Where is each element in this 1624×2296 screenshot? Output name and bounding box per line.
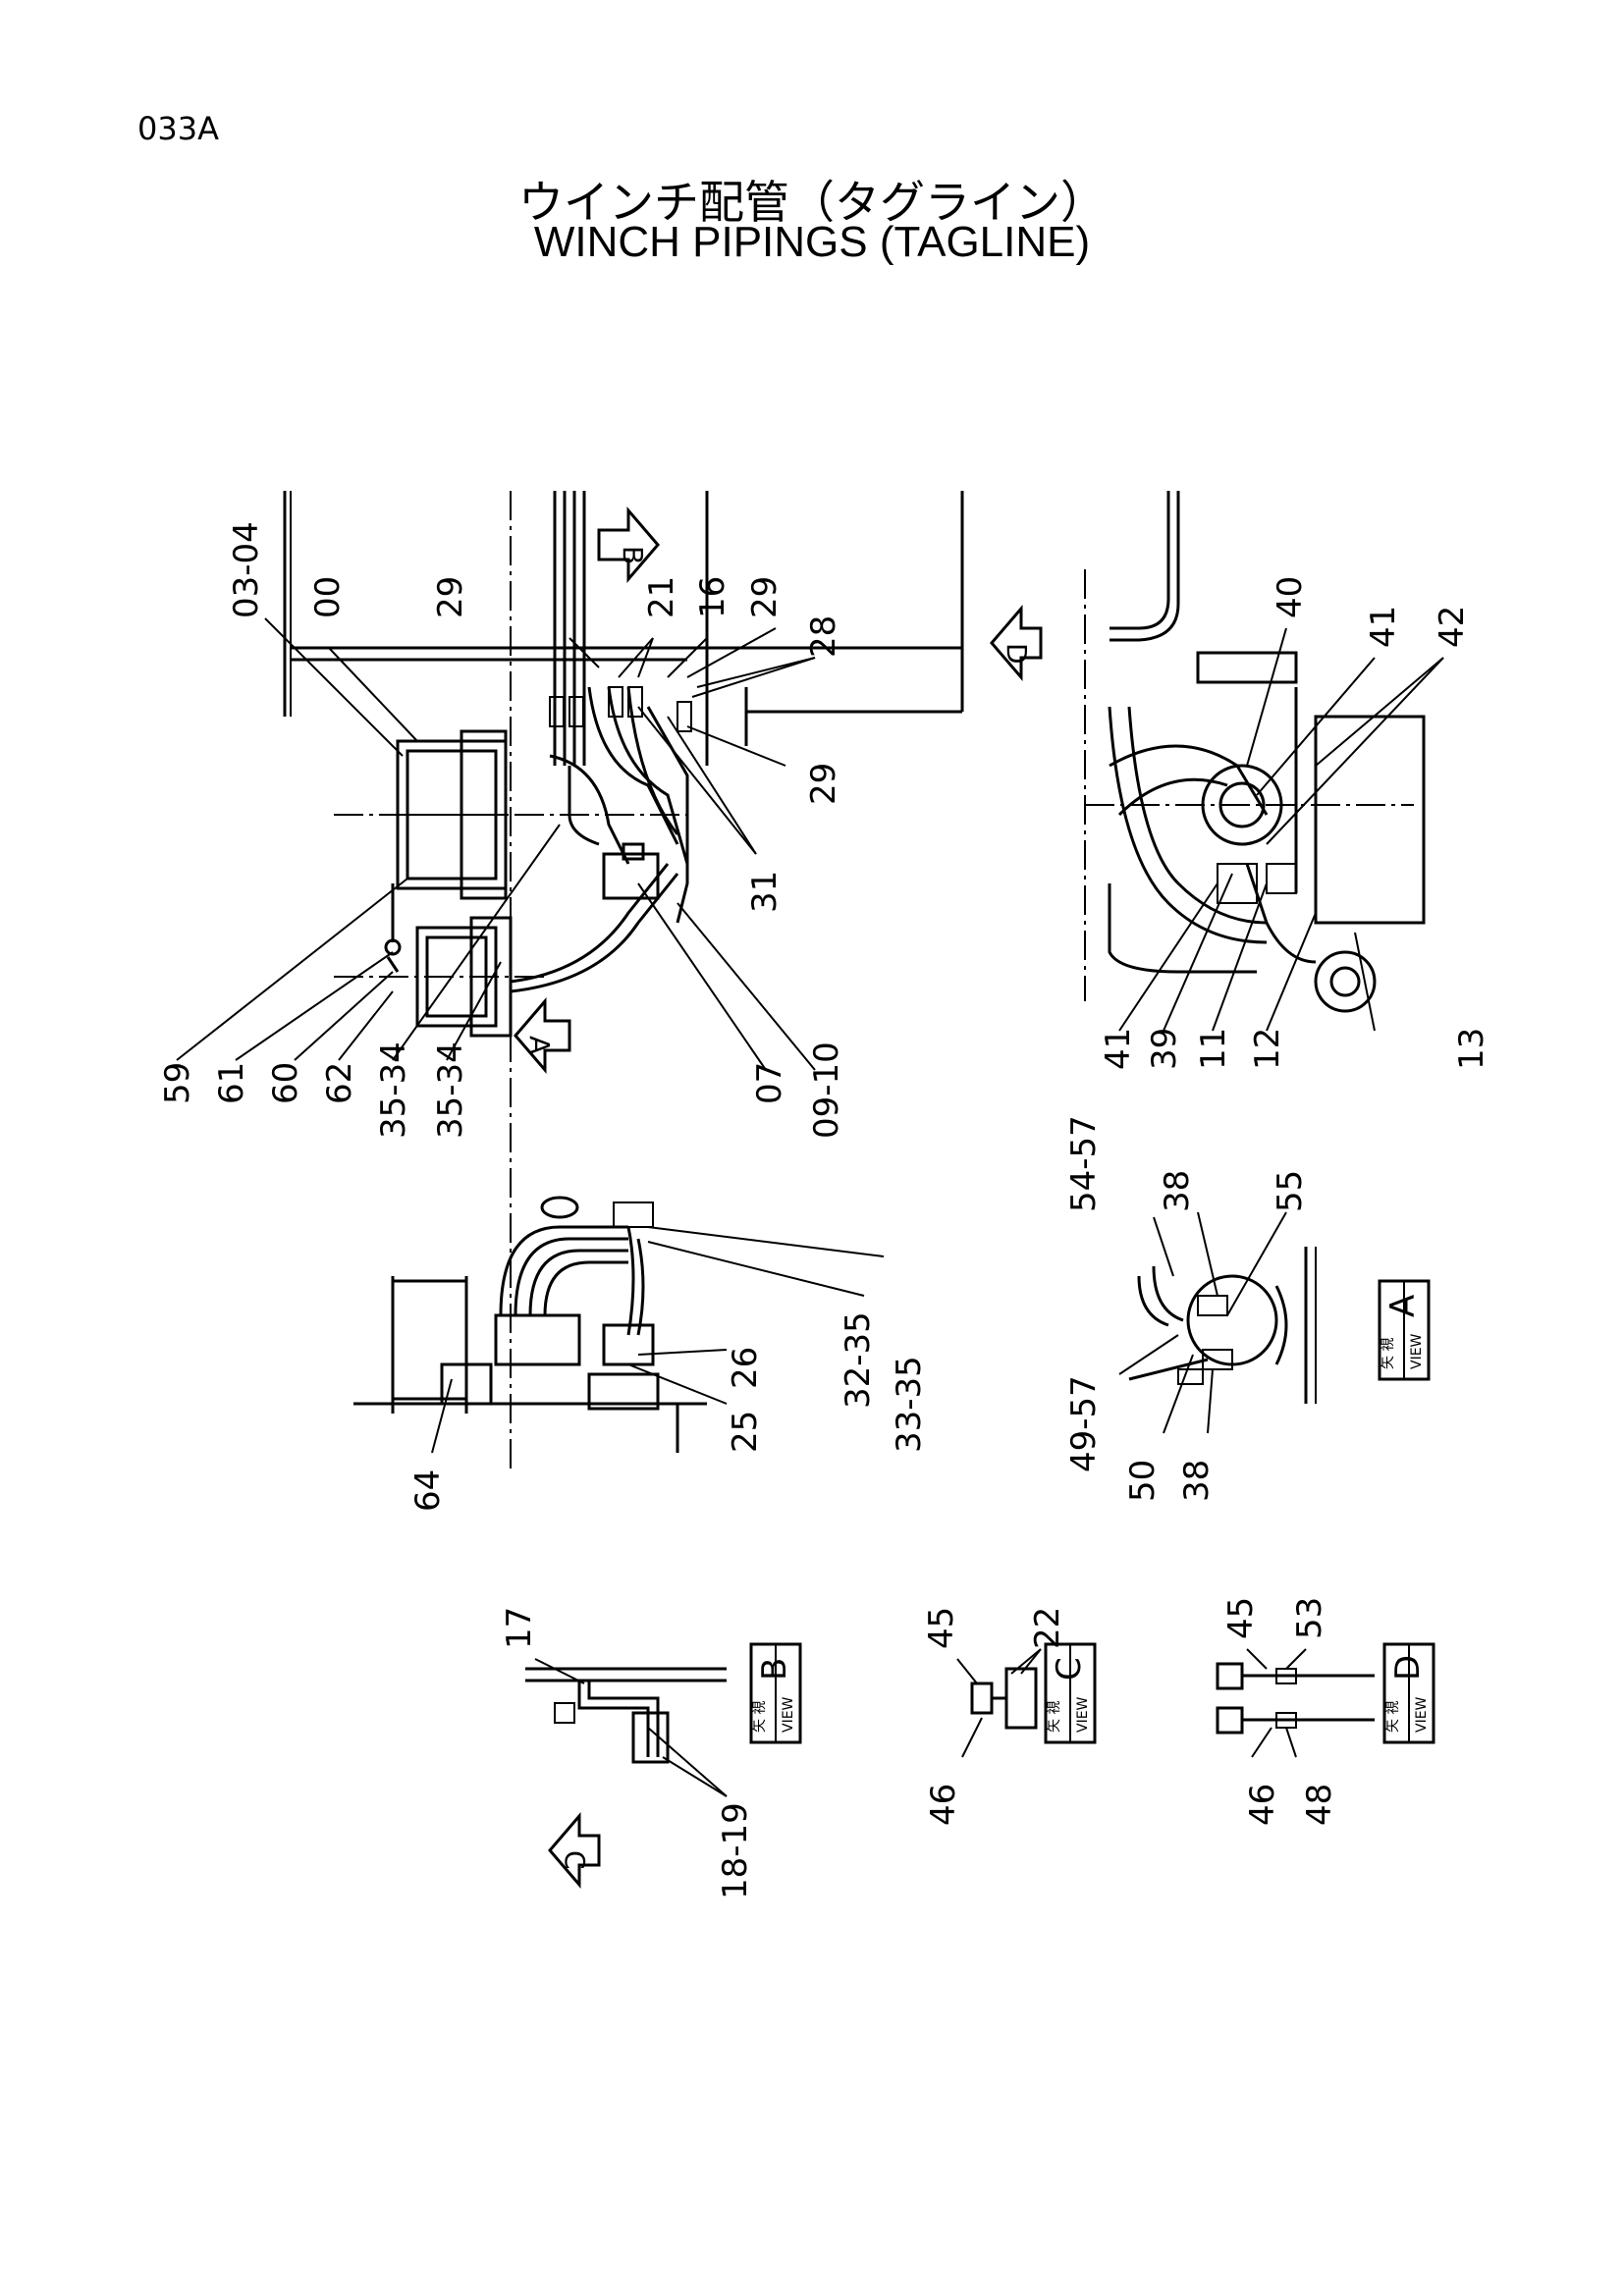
callout-25: 25 bbox=[726, 1411, 765, 1453]
view-b-kanji: 矢 視 bbox=[752, 1701, 768, 1733]
callout-41-b: 41 bbox=[1099, 1028, 1138, 1070]
callout-13: 13 bbox=[1452, 1028, 1491, 1070]
callout-62: 62 bbox=[320, 1062, 359, 1104]
callout-17: 17 bbox=[500, 1607, 539, 1649]
callout-46-b: 46 bbox=[1243, 1784, 1282, 1826]
arrow-letter-c: C bbox=[559, 1850, 591, 1870]
view-c-letter: C bbox=[1050, 1657, 1089, 1681]
callout-31: 31 bbox=[745, 871, 785, 913]
callout-42: 42 bbox=[1433, 606, 1472, 648]
view-d-kanji: 矢 視 bbox=[1385, 1701, 1401, 1733]
callout-35-34-b: 35-34 bbox=[431, 1041, 470, 1139]
view-d-word: VIEW bbox=[1414, 1696, 1430, 1733]
callout-09-10: 09-10 bbox=[807, 1041, 846, 1139]
callout-54-57: 54-57 bbox=[1064, 1115, 1104, 1212]
callout-60: 60 bbox=[266, 1062, 305, 1104]
callout-03-04: 03-04 bbox=[227, 521, 266, 618]
view-b-word: VIEW bbox=[781, 1696, 796, 1733]
callout-35-34-a: 35-34 bbox=[374, 1041, 413, 1139]
callout-41-a: 41 bbox=[1364, 606, 1403, 648]
callout-61: 61 bbox=[212, 1062, 251, 1104]
callout-29-c: 29 bbox=[804, 763, 843, 805]
arrow-letter-b: B bbox=[617, 546, 649, 564]
view-a-letter: A bbox=[1383, 1295, 1423, 1317]
callout-55: 55 bbox=[1271, 1170, 1310, 1212]
callout-38-a: 38 bbox=[1158, 1170, 1197, 1212]
callout-26: 26 bbox=[726, 1347, 765, 1389]
callout-29-a: 29 bbox=[431, 576, 470, 618]
callout-50: 50 bbox=[1123, 1460, 1163, 1502]
callout-39: 39 bbox=[1145, 1028, 1184, 1070]
callout-64: 64 bbox=[408, 1469, 448, 1512]
callout-59: 59 bbox=[158, 1062, 197, 1104]
view-d-detail: 矢 視 VIEW D bbox=[1216, 1642, 1435, 1758]
view-c-kanji: 矢 視 bbox=[1047, 1701, 1062, 1733]
callout-18-19: 18-19 bbox=[716, 1802, 755, 1899]
arrow-letter-a: A bbox=[523, 1036, 556, 1054]
callout-45-a: 45 bbox=[922, 1607, 961, 1649]
callout-28: 28 bbox=[804, 615, 843, 658]
view-b-detail: C 矢 視 VIEW B bbox=[525, 1642, 802, 1890]
callout-21: 21 bbox=[642, 576, 681, 618]
view-a-word: VIEW bbox=[1409, 1333, 1425, 1369]
title-japanese: ウインチ配管（タグライン） bbox=[518, 176, 1106, 229]
right-assembly: D bbox=[990, 491, 1444, 1032]
callout-38-b: 38 bbox=[1177, 1460, 1217, 1502]
callout-22: 22 bbox=[1028, 1607, 1067, 1649]
arrow-letter-d: D bbox=[1001, 643, 1033, 665]
page-code: 033A bbox=[137, 110, 219, 147]
callout-labels: 03-04 00 29 21 16 29 28 29 31 59 61 60 6… bbox=[158, 521, 1491, 1899]
callout-48: 48 bbox=[1300, 1784, 1339, 1826]
view-d-letter: D bbox=[1388, 1655, 1428, 1681]
callout-40: 40 bbox=[1271, 576, 1310, 618]
view-c-word: VIEW bbox=[1075, 1696, 1091, 1733]
main-assembly: B A bbox=[176, 491, 964, 1472]
view-b-letter: B bbox=[755, 1658, 794, 1681]
view-a-kanji: 矢 視 bbox=[1380, 1338, 1396, 1369]
callout-07: 07 bbox=[750, 1062, 789, 1104]
view-c-detail: 矢 視 VIEW C bbox=[956, 1642, 1097, 1758]
callout-46-a: 46 bbox=[924, 1784, 963, 1826]
callout-45-b: 45 bbox=[1221, 1597, 1261, 1639]
title-english: WINCH PIPINGS (TAGLINE) bbox=[533, 218, 1091, 266]
callout-11: 11 bbox=[1194, 1028, 1233, 1070]
callout-32-35: 32-35 bbox=[839, 1311, 878, 1409]
callout-29-b: 29 bbox=[745, 576, 785, 618]
callout-33-35: 33-35 bbox=[890, 1356, 929, 1453]
callout-12: 12 bbox=[1248, 1028, 1287, 1070]
callout-16: 16 bbox=[693, 576, 732, 618]
callout-00: 00 bbox=[308, 576, 348, 618]
callout-53: 53 bbox=[1290, 1597, 1329, 1639]
view-a-detail: 矢 視 VIEW A bbox=[1118, 1211, 1431, 1434]
middle-assembly bbox=[353, 1196, 885, 1454]
callout-49-57: 49-57 bbox=[1064, 1375, 1104, 1472]
